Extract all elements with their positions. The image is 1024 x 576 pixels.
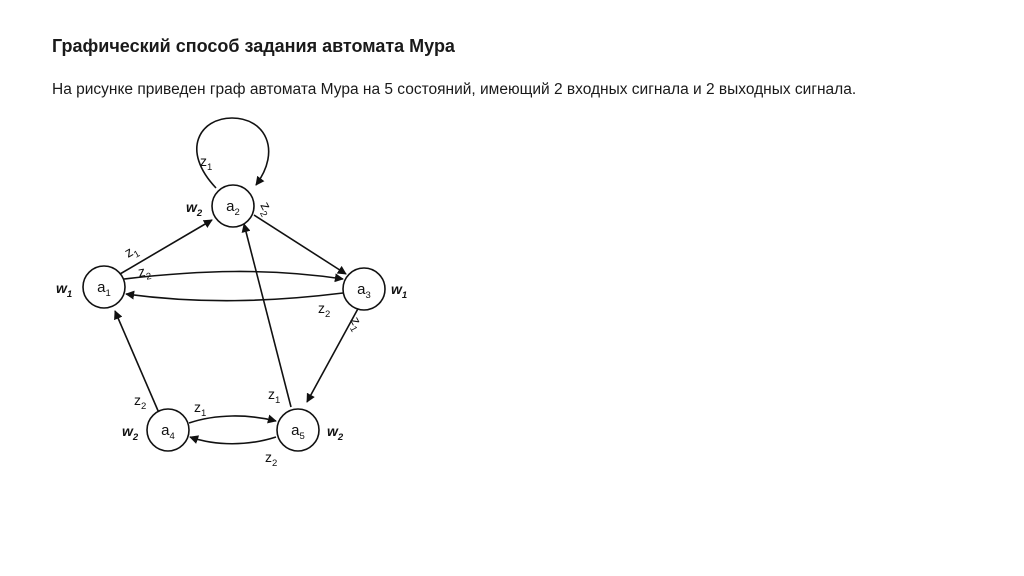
edge-a4-a5 [188,414,277,424]
state-label: a [97,279,106,296]
edge-label-a2-a3: z2 [254,199,277,219]
state-index: 4 [170,431,175,442]
state-a5: a5 [276,408,320,452]
output-label-a1: w1 [56,280,72,300]
state-index: 1 [106,288,111,299]
output-label-a2: w2 [186,199,203,219]
edge-a2-self [196,117,270,189]
svg-text:a5: a5 [291,422,305,442]
edge-a4-a1 [114,310,160,414]
state-a2: a2 [211,184,255,228]
edge-a5-a4 [189,435,277,445]
svg-text:a1: a1 [97,279,111,299]
edge-label-a4-a5: z1 [194,399,206,419]
edge-label-a5-a4: z2 [265,449,277,469]
edge-a1-a3 [123,270,344,283]
state-label: a [357,281,366,298]
edge-a2-a3 [253,214,347,275]
slide-description: На рисунке приведен граф автомата Мура н… [52,81,857,98]
edge-a5-a2 [241,223,292,408]
edge-a1-a2 [119,219,213,275]
state-index: 3 [366,290,371,301]
edge-label-a4-a1: z2 [134,392,146,412]
state-a4: a4 [146,408,190,452]
edge-label-a1-a3: z2 [137,262,153,284]
state-label: a [291,422,300,439]
output-label-a5: w2 [327,423,344,443]
edge-a3-a5 [306,304,361,403]
state-a1: a1 [82,265,126,309]
state-a3: a3 [342,267,386,311]
svg-text:a3: a3 [357,281,371,301]
state-index: 5 [300,431,305,442]
output-label-a3: w1 [391,281,407,301]
state-label: a [226,198,235,215]
edge-label-a3-a1: z2 [318,300,330,320]
state-label: a [161,422,170,439]
state-index: 2 [235,207,240,218]
edge-label-a5-a2: z1 [268,386,280,406]
output-label-a4: w2 [122,423,139,443]
edge-a3-a1 [125,290,344,302]
svg-text:a2: a2 [226,198,240,218]
slide-title: Графический способ задания автомата Мура [52,36,455,56]
svg-text:a4: a4 [161,422,175,442]
edge-label-a3-a5: z1 [344,314,367,334]
edge-label-a2-self: z1 [200,153,212,173]
edge-label-a1-a2: z1 [122,241,143,264]
